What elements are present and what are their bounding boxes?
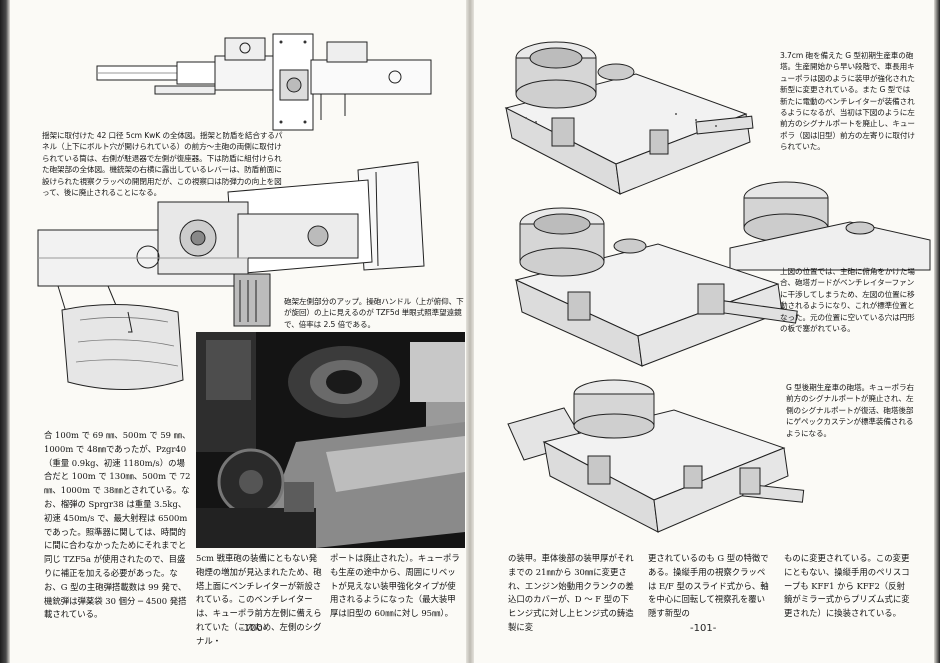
body-text-left-col2: 5cm 戦車砲の装備にともない発砲煙の増加が見込まれたため、砲塔上面にベンチレイ… <box>196 553 322 646</box>
caption-turret-middle: 上図の位置では、主砲に俯角をかけた場合、砲塔ガードがベンチレイターファンに干渉し… <box>780 267 915 334</box>
page-number-left: -100- <box>240 623 267 634</box>
caption-gun-mount: 揺架に取付けた 42 口径 5cm KwK の全体図。揺架と防盾を結合するパネル… <box>42 131 283 198</box>
body-text-left-col3: ポートは廃止された）。キューポラも生産の途中から、周囲にリベットが見えない装甲強… <box>330 553 460 619</box>
turret-drawing-middle <box>514 207 798 367</box>
body-text-right-col2: 更されているのも G 型の特徴である。操縦手用の視察クラッペは E/F 型のスラ… <box>648 553 769 619</box>
body-text-left-col1: 合 100m で 69 ㎜、500m で 59 ㎜、1000m で 48㎜であっ… <box>44 430 191 620</box>
body-text-right-col1: の装甲。車体後部の装甲厚がそれまでの 21㎜から 30㎜に変更され、エンジン始動… <box>508 553 634 632</box>
turret-drawing-ventilator-side <box>729 181 931 271</box>
gun-mount-drawing-bottom <box>37 161 425 391</box>
page-number-right: -101- <box>690 623 717 634</box>
body-text-right-col3: ものに変更されている。この変更にともない、操縦手用のペリスコープも KFF1 か… <box>784 553 910 619</box>
caption-gun-sight: 砲架左側部分のアップ。操砲ハンドル（上が俯仰、下が旋回）の上に見えるのが TZF… <box>284 297 464 329</box>
page-gutter <box>466 0 474 663</box>
gun-sight-photo <box>196 332 465 548</box>
gun-mantlet-drawing-top <box>96 33 432 131</box>
caption-turret-late: G 型後期生産車の砲塔。キューポラ右前方のシグナルポートが廃止され、左側のシグナ… <box>786 383 914 438</box>
binding-edge-left <box>0 0 10 663</box>
turret-drawing-late <box>507 379 805 533</box>
binding-edge-right <box>934 0 940 663</box>
caption-turret-early: 3.7cm 砲を備えた G 型初期生産車の砲塔。生産開始から早い段階で、車長用キ… <box>780 51 915 152</box>
turret-drawing-early <box>504 41 754 195</box>
